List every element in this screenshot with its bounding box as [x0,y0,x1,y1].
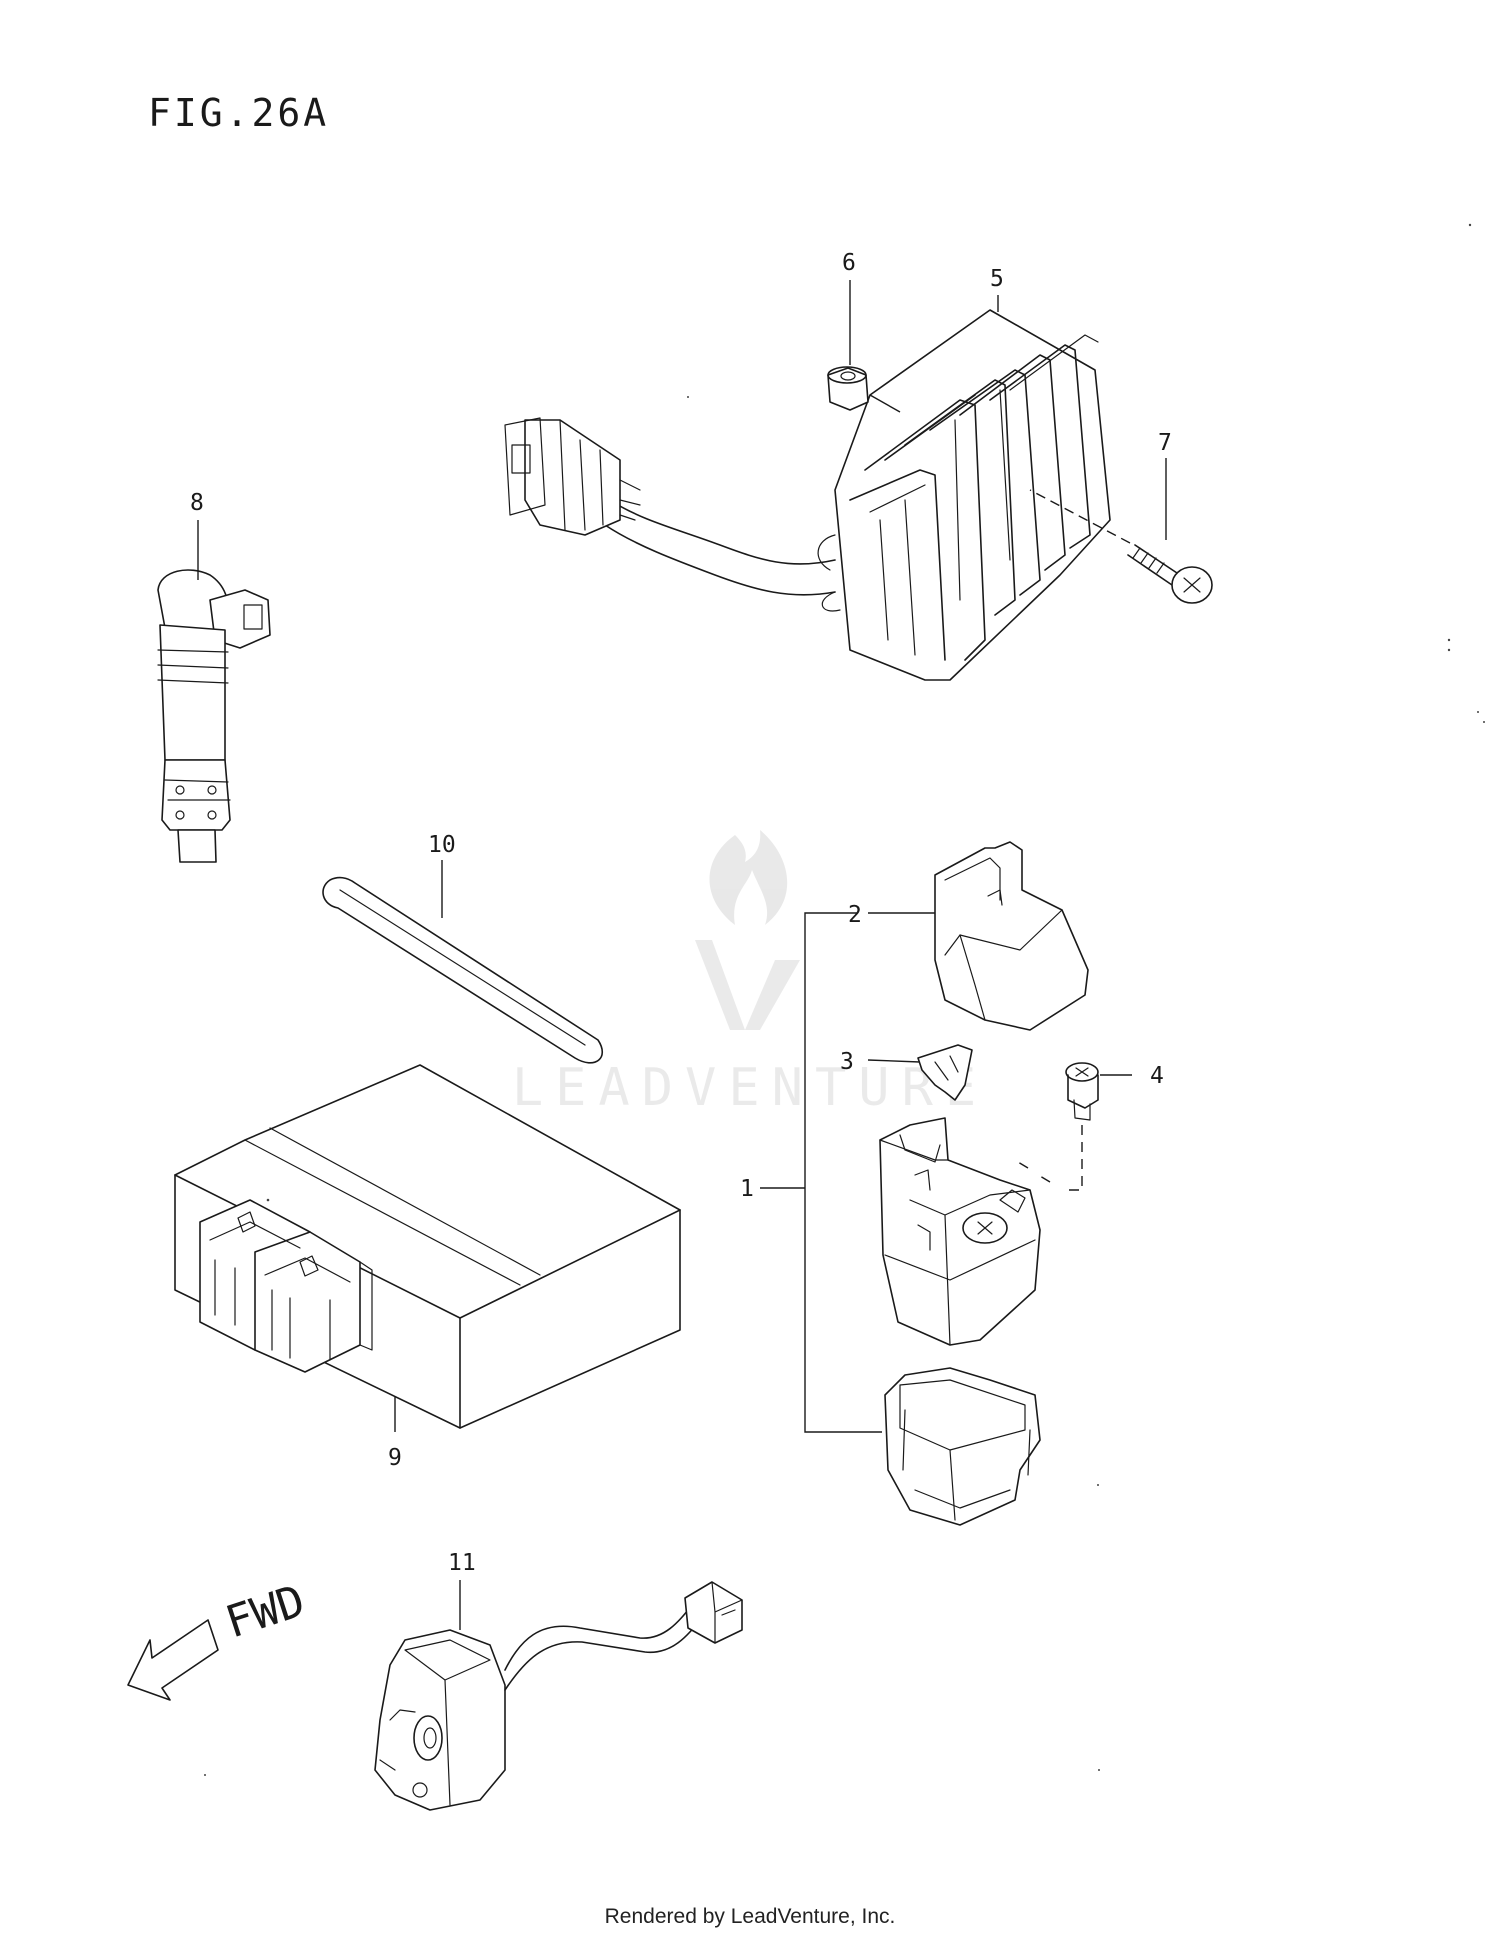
part-6-collar [827,366,901,413]
callout-3: 3 [840,1049,854,1075]
callout-7: 7 [1158,430,1172,456]
forward-arrow-icon [127,1619,219,1701]
part-7-bolt [1029,489,1213,604]
callout-2: 2 [848,902,862,928]
part-5-regulator-rectifier [504,309,1111,681]
forward-direction-indicator: FWD [127,1575,311,1701]
callout-11: 11 [448,1550,476,1576]
watermark-v-mark-icon [695,940,800,1030]
forward-label: FWD [220,1575,311,1648]
starter-relay-boot [884,1367,1041,1526]
watermark: LEADVENTURE [512,830,988,1118]
starter-relay-body [879,1117,1041,1346]
callout-10: 10 [428,832,456,858]
scan-specks [204,223,1485,1776]
watermark-text: LEADVENTURE [512,1058,988,1118]
watermark-flame-icon [709,830,788,925]
callout-4: 4 [1150,1063,1164,1089]
part-4-screw [1017,1062,1132,1191]
callout-9: 9 [388,1445,402,1471]
callout-5: 5 [990,266,1004,292]
callout-8: 8 [190,490,204,516]
callout-1: 1 [740,1176,754,1202]
part-2-relay-cap [868,841,1089,1031]
footer-credit: Rendered by LeadVenture, Inc. [604,1905,896,1928]
callout-6: 6 [842,250,856,276]
part-11-sensor [374,1580,743,1811]
part-1-bracket [760,912,882,1433]
figure-title: FIG.26A [148,91,329,135]
part-3-fuse [867,1044,973,1101]
part-10-strap [322,860,604,1064]
part-8-ignition-coil [157,520,271,863]
part-9-control-module [174,1064,681,1432]
